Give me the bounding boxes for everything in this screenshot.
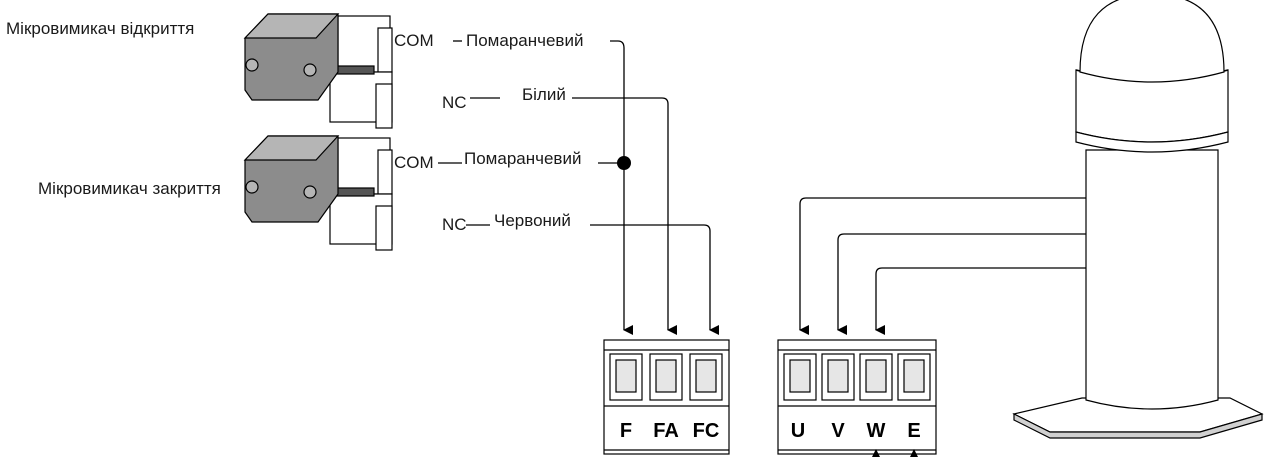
terminal-label-fc: FC [693, 420, 720, 442]
wire-to-v [837, 233, 1086, 335]
nc-label-closing: NC [442, 215, 467, 234]
junction-dot [617, 156, 631, 170]
terminal-block-motor: U V W E [777, 339, 937, 457]
com-label-closing: COM [394, 153, 434, 172]
post-column [1085, 149, 1219, 410]
wire-label-nc-opening: Білий [522, 85, 566, 104]
switch-label-opening: Мікровимикач відкриття [6, 19, 194, 38]
wire-com-to-f [610, 40, 633, 335]
wire-to-u [799, 197, 1086, 335]
switch-label-closing: Мікровимикач закриття [38, 179, 221, 198]
nc-label-opening: NC [442, 93, 467, 112]
terminal-block-limit: F FA FC [603, 339, 730, 455]
terminal-slot-w [859, 353, 893, 401]
terminal-slot-fc [689, 353, 723, 401]
arrow-up-e [910, 449, 918, 457]
post-dome [1079, 0, 1225, 83]
terminal-slot-e [897, 353, 931, 401]
terminal-slot-fa [649, 353, 683, 401]
terminal-label-w: W [867, 420, 886, 442]
terminal-label-u: U [791, 420, 805, 442]
barrier-post [1012, 0, 1264, 439]
com-label-opening: COM [394, 31, 434, 50]
arrow-up-w [872, 449, 880, 457]
motor-wires [799, 197, 1086, 335]
wire-to-w [875, 267, 1086, 335]
wire-label-nc-closing: Червоний [494, 211, 571, 230]
wire-label-com-closing: Помаранчевий [464, 149, 581, 168]
terminal-slot-v [821, 353, 855, 401]
terminal-slot-u [783, 353, 817, 401]
microswitch-opening [243, 13, 393, 129]
microswitch-closing [243, 135, 393, 251]
terminal-slot-f [609, 353, 643, 401]
wire-label-com-opening: Помаранчевий [466, 31, 583, 50]
limit-switch-wires [438, 40, 719, 335]
terminal-label-v: V [831, 420, 845, 442]
wire-nc-close-to-fc [590, 224, 719, 335]
terminal-label-f: F [620, 420, 632, 442]
terminal-label-e: E [907, 420, 920, 442]
wire-nc-open-to-fa [572, 97, 677, 335]
terminal-label-fa: FA [653, 420, 679, 442]
